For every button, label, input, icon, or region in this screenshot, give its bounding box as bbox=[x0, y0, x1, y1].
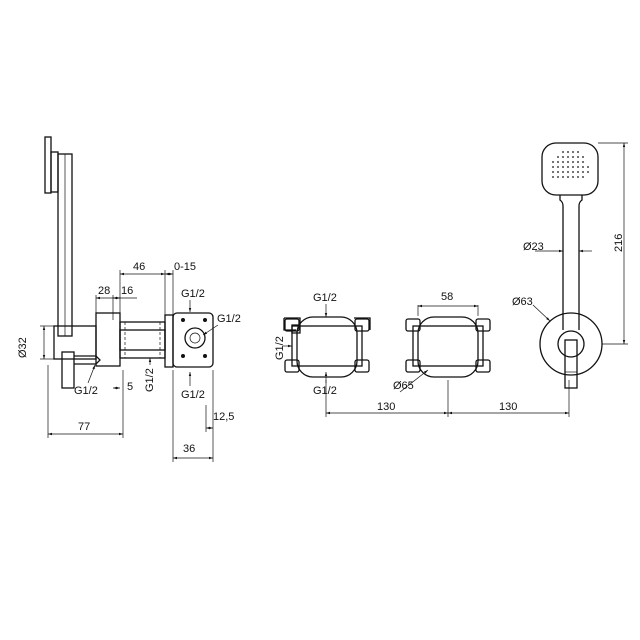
dim-46: 46 bbox=[133, 261, 145, 273]
dim-12-5: 12,5 bbox=[213, 411, 234, 423]
nozzle-dot bbox=[562, 151, 564, 153]
shower-head-side bbox=[44, 136, 52, 194]
plate-view: G1/2 G1/2 G1/2 58 Ø65 130 130 bbox=[274, 291, 570, 417]
nozzle-dot bbox=[567, 156, 569, 158]
nozzle-dot bbox=[557, 156, 559, 158]
nozzle-dot bbox=[567, 166, 569, 168]
label-plate-g12-left: G1/2 bbox=[274, 336, 286, 360]
shower-handle-front bbox=[559, 195, 583, 330]
plate-port-circle bbox=[184, 327, 206, 349]
nozzle-dot bbox=[567, 171, 569, 173]
nozzle-dot bbox=[557, 176, 559, 178]
handshower-view: Ø23 Ø63 216 bbox=[512, 142, 628, 389]
valve-body-side bbox=[95, 312, 121, 367]
mounting-frame-left bbox=[283, 317, 371, 334]
label-g12-bottom-right: G1/2 bbox=[181, 389, 205, 401]
nozzle-dot bbox=[577, 151, 579, 153]
dim-130-b: 130 bbox=[499, 401, 517, 413]
shower-head-neck bbox=[50, 151, 59, 193]
label-g12-vertical: G1/2 bbox=[144, 368, 156, 392]
dim-216: 216 bbox=[613, 234, 625, 252]
shower-head-front bbox=[541, 142, 599, 196]
label-plate-g12-bottom: G1/2 bbox=[313, 385, 337, 397]
nozzle-dot bbox=[582, 171, 584, 173]
nozzle-dot bbox=[572, 151, 574, 153]
nozzle-dot bbox=[582, 161, 584, 163]
spray-nozzles bbox=[552, 151, 589, 178]
label-g12-bottom-left: G1/2 bbox=[74, 385, 98, 397]
nozzle-dot bbox=[567, 161, 569, 163]
nozzle-dot bbox=[557, 161, 559, 163]
nozzle-dot bbox=[562, 166, 564, 168]
side-view: 46 0-15 28 16 G1/2 G1/2 G1/2 Ø32 G1/2 5 … bbox=[17, 136, 241, 462]
nozzle-dot bbox=[557, 166, 559, 168]
nozzle-dot bbox=[552, 166, 554, 168]
holder-body-side bbox=[53, 325, 97, 360]
nozzle-dot bbox=[557, 171, 559, 173]
dim-dia23: Ø23 bbox=[523, 241, 544, 253]
nozzle-dot bbox=[577, 166, 579, 168]
dim-58: 58 bbox=[441, 291, 453, 303]
nozzle-dot bbox=[587, 171, 589, 173]
nozzle-dot bbox=[567, 176, 569, 178]
nozzle-dot bbox=[582, 176, 584, 178]
square-plate-side bbox=[172, 312, 214, 368]
nozzle-dot bbox=[567, 151, 569, 153]
dim-28: 28 bbox=[98, 285, 110, 297]
nozzle-dot bbox=[562, 171, 564, 173]
nozzle-dot bbox=[562, 161, 564, 163]
dim-dia63: Ø63 bbox=[512, 296, 533, 308]
nozzle-dot bbox=[582, 156, 584, 158]
nozzle-dot bbox=[562, 176, 564, 178]
nozzle-dot bbox=[582, 166, 584, 168]
square-plate-right bbox=[417, 316, 479, 378]
label-plate-g12-top: G1/2 bbox=[313, 292, 337, 304]
dim-0-15: 0-15 bbox=[174, 261, 196, 273]
nozzle-dot bbox=[552, 171, 554, 173]
dim-77: 77 bbox=[78, 421, 90, 433]
nozzle-dot bbox=[572, 156, 574, 158]
nozzle-dot bbox=[577, 176, 579, 178]
dim-dia32: Ø32 bbox=[17, 337, 29, 358]
dim-36: 36 bbox=[183, 443, 195, 455]
nozzle-dot bbox=[552, 161, 554, 163]
nozzle-dot bbox=[572, 176, 574, 178]
nozzle-dot bbox=[577, 161, 579, 163]
nozzle-dot bbox=[587, 166, 589, 168]
nozzle-dot bbox=[577, 171, 579, 173]
dim-130-a: 130 bbox=[377, 401, 395, 413]
nozzle-dot bbox=[562, 156, 564, 158]
square-plate-left bbox=[296, 316, 358, 378]
nozzle-dot bbox=[572, 171, 574, 173]
dim-dia65: Ø65 bbox=[393, 380, 414, 392]
label-g12-top: G1/2 bbox=[181, 288, 205, 300]
nozzle-dot bbox=[572, 161, 574, 163]
dim-16: 16 bbox=[121, 285, 133, 297]
label-g12-right: G1/2 bbox=[217, 313, 241, 325]
nozzle-dot bbox=[572, 166, 574, 168]
holder-plate-front bbox=[539, 312, 603, 376]
dim-5: 5 bbox=[127, 381, 133, 393]
nozzle-dot bbox=[552, 176, 554, 178]
nozzle-dot bbox=[577, 156, 579, 158]
wall-box-side bbox=[164, 314, 174, 368]
